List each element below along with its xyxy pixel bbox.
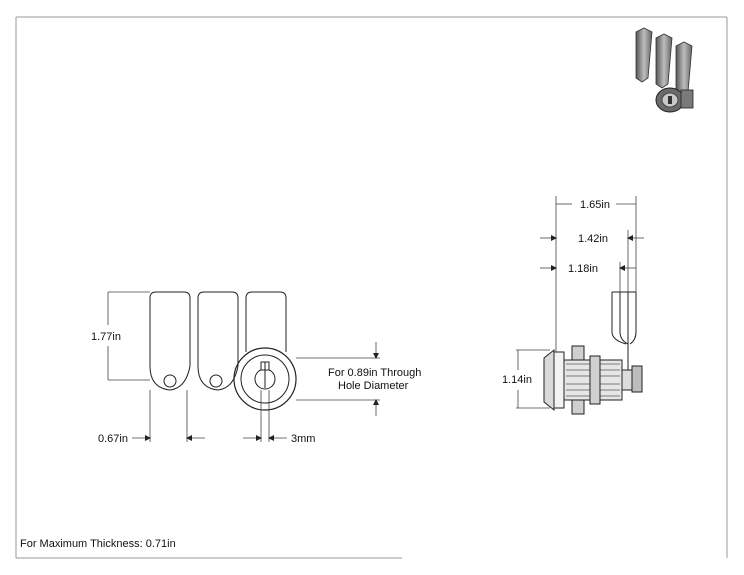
dim-overall-length-2: 1.42in — [578, 233, 608, 245]
cam-position-3 — [245, 291, 287, 352]
dim-hole-note-line2: Hole Diameter — [338, 380, 409, 392]
cam-lock-3d-thumbnail-icon — [635, 27, 694, 113]
sheet-border — [15, 16, 728, 559]
face-flange — [543, 348, 555, 412]
front-view — [149, 291, 297, 411]
dim-cam-width: 0.67in — [98, 433, 128, 445]
side-view — [543, 291, 643, 415]
lock-face-outer — [233, 347, 297, 411]
side-cams — [611, 291, 637, 370]
dim-overall-length-3: 1.18in — [568, 263, 598, 275]
cam-position-1 — [149, 291, 191, 391]
dim-key-slot: 3mm — [291, 433, 315, 445]
side-dimensions — [516, 196, 644, 409]
front-dimensions — [107, 291, 380, 442]
cam-position-2 — [197, 291, 239, 391]
rear-nut — [631, 365, 643, 393]
dim-hole-note-line1: For 0.89in Through — [328, 367, 421, 379]
dim-face-diameter: 1.14in — [502, 374, 532, 386]
dim-cam-length: 1.77in — [91, 331, 121, 343]
lock-face-inner — [240, 354, 290, 404]
footer-note: For Maximum Thickness: 0.71in — [20, 538, 176, 550]
dim-overall-length-1: 1.65in — [580, 199, 610, 211]
